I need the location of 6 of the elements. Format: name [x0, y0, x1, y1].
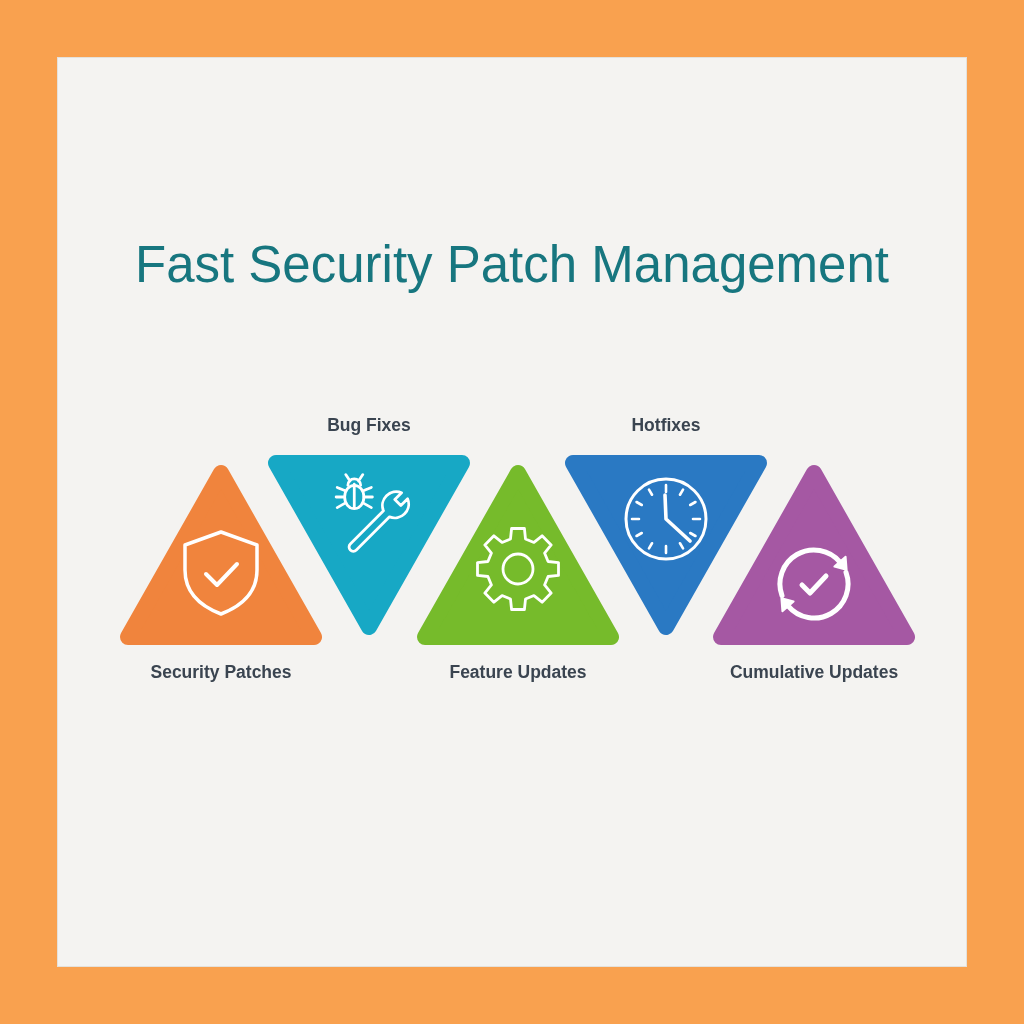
category-label: Hotfixes [631, 415, 701, 436]
category-label: Feature Updates [449, 662, 587, 683]
diagram-title: Fast Security Patch Management [135, 235, 889, 295]
category-label: Bug Fixes [327, 415, 411, 436]
category-label: Security Patches [150, 662, 292, 683]
category-label: Cumulative Updates [729, 662, 899, 683]
